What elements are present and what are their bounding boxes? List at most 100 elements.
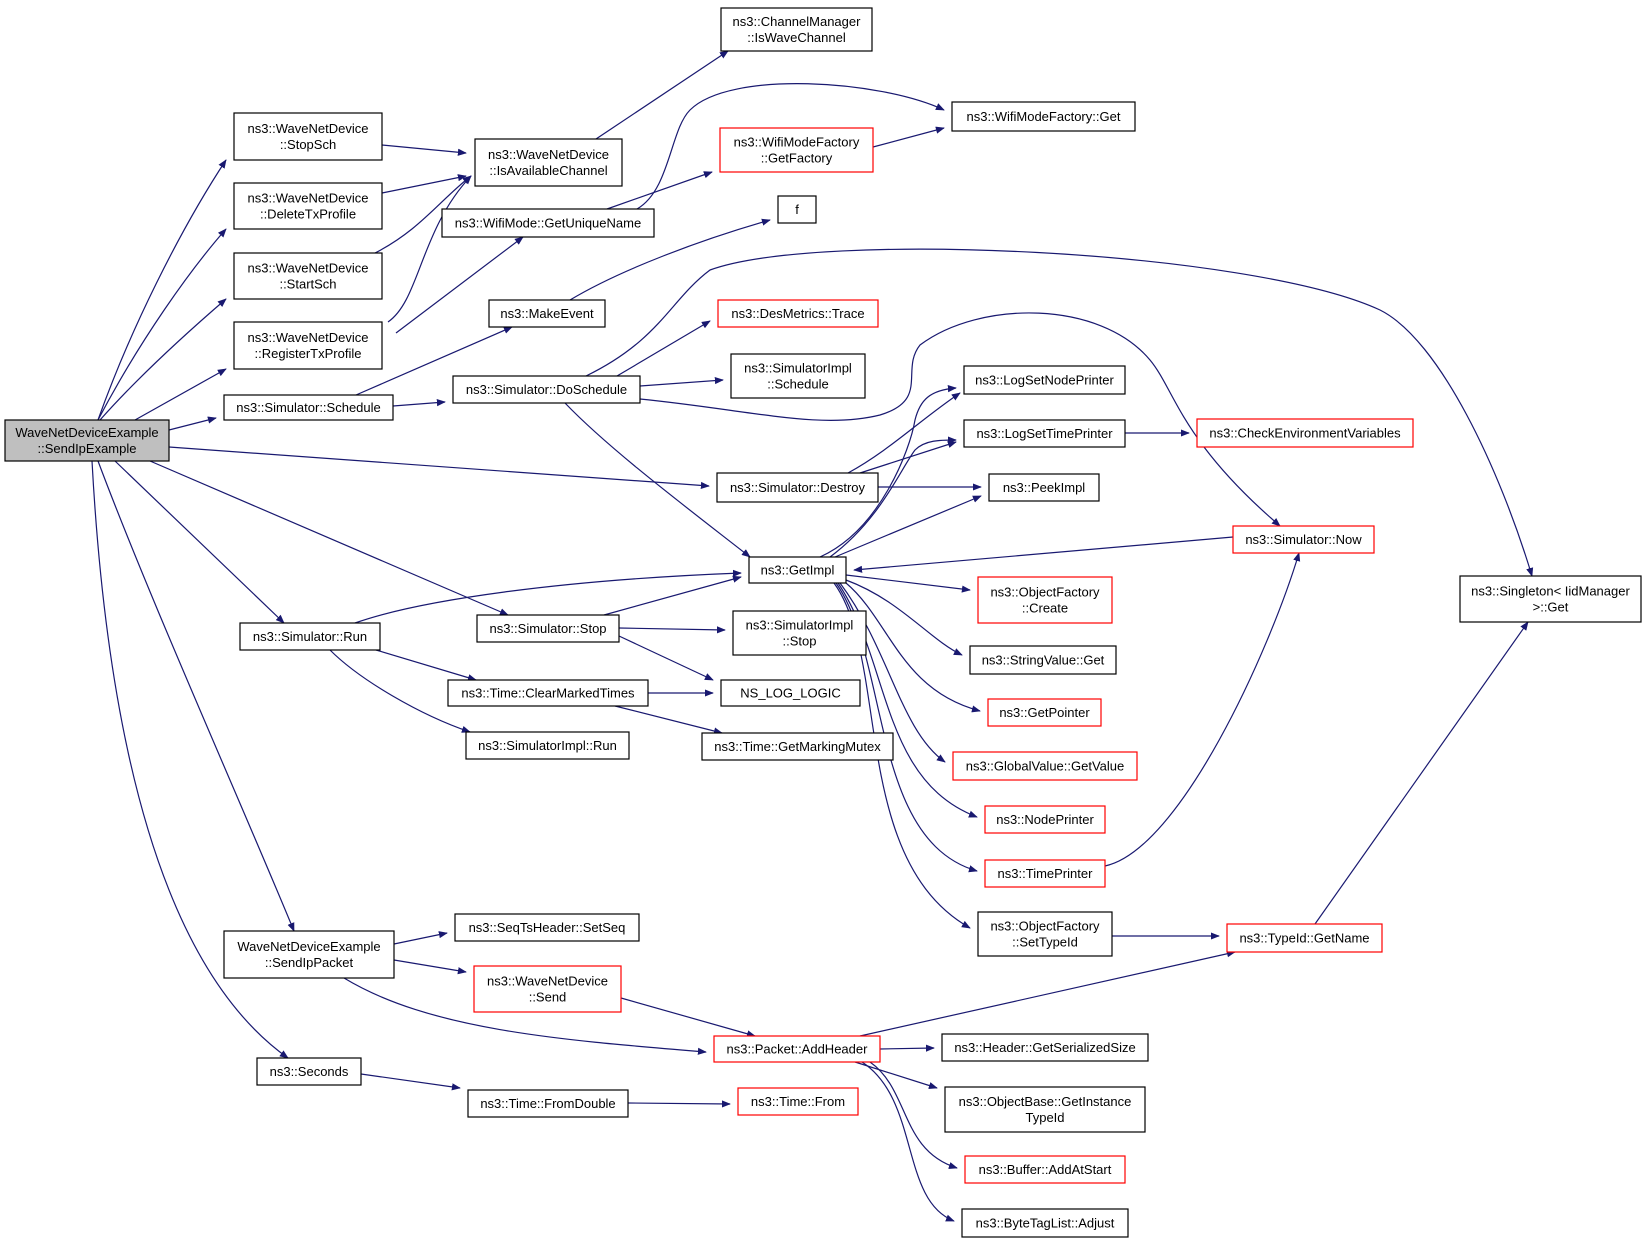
node-wmfget[interactable]: ns3::WifiModeFactory::Get	[951, 101, 1136, 132]
node-box	[969, 645, 1117, 675]
node-label-line: ::RegisterTxProfile	[255, 346, 362, 361]
edge-stop-to-nslog	[618, 635, 714, 681]
node-implschedule[interactable]: ns3::SimulatorImpl::Schedule	[730, 353, 866, 399]
node-box	[730, 353, 866, 399]
node-markingmutex[interactable]: ns3::Time::GetMarkingMutex	[701, 732, 894, 761]
edge-registertx-to-isavail	[387, 175, 472, 323]
node-strget[interactable]: ns3::StringValue::Get	[969, 645, 1117, 675]
node-now[interactable]: ns3::Simulator::Now	[1232, 525, 1375, 554]
node-label-line: ns3::CheckEnvironmentVariables	[1209, 426, 1401, 441]
node-timeprinter[interactable]: ns3::TimePrinter	[984, 859, 1106, 888]
node-f[interactable]: f	[777, 195, 817, 224]
node-getpointer[interactable]: ns3::GetPointer	[987, 698, 1102, 727]
node-doschedule[interactable]: ns3::Simulator::DoSchedule	[452, 375, 641, 404]
node-nodeprinter[interactable]: ns3::NodePrinter	[984, 805, 1106, 834]
edge-addheader-to-addatstart	[869, 1061, 958, 1169]
edge-doschedule-to-now	[639, 312, 1281, 527]
node-label-line: ns3::Header::GetSerializedSize	[954, 1040, 1135, 1055]
node-sendippacket[interactable]: WaveNetDeviceExample::SendIpPacket	[223, 930, 395, 979]
node-box	[1226, 923, 1383, 953]
node-label-line: ns3::GlobalValue::GetValue	[966, 759, 1125, 774]
edge-getfactory-to-wmfget	[872, 126, 945, 148]
node-label-line: ns3::StringValue::Get	[982, 653, 1105, 668]
node-box	[963, 419, 1126, 448]
node-clearmarked[interactable]: ns3::Time::ClearMarkedTimes	[447, 679, 649, 707]
node-wndsend[interactable]: ns3::WaveNetDevice::Send	[473, 965, 622, 1013]
node-label-line: ns3::MakeEvent	[500, 306, 594, 321]
node-registertx[interactable]: ns3::WaveNetDevice::RegisterTxProfile	[233, 321, 383, 370]
node-label-line: ns3::NodePrinter	[996, 812, 1094, 827]
node-box	[1232, 525, 1375, 554]
node-box	[719, 127, 874, 173]
node-label-line: ::SendIpPacket	[265, 955, 354, 970]
node-nslog[interactable]: NS_LOG_LOGIC	[720, 679, 861, 707]
node-makeevent[interactable]: ns3::MakeEvent	[488, 299, 606, 328]
node-box	[441, 208, 655, 238]
node-lognode[interactable]: ns3::LogSetNodePrinter	[963, 365, 1126, 395]
node-desmetrics[interactable]: ns3::DesMetrics::Trace	[717, 299, 879, 328]
node-box	[467, 1089, 629, 1118]
node-bytetag[interactable]: ns3::ByteTagList::Adjust	[961, 1208, 1129, 1238]
node-box	[1196, 418, 1414, 448]
node-getunique[interactable]: ns3::WifiMode::GetUniqueName	[441, 208, 655, 238]
node-box	[977, 911, 1113, 957]
edge-getunique-to-getfactory	[606, 171, 713, 210]
node-label-line: NS_LOG_LOGIC	[740, 686, 840, 701]
node-addatstart[interactable]: ns3::Buffer::AddAtStart	[964, 1155, 1126, 1184]
node-label-line: ns3::Time::GetMarkingMutex	[714, 739, 881, 754]
node-box	[732, 610, 867, 656]
node-run[interactable]: ns3::Simulator::Run	[239, 622, 381, 651]
edge-root-to-sendippacket	[97, 460, 295, 932]
node-label-line: ns3::PeekImpl	[1003, 480, 1085, 495]
node-box	[988, 473, 1100, 502]
node-box	[447, 679, 649, 707]
node-label-line: ns3::LogSetTimePrinter	[976, 426, 1113, 441]
node-ofsettypeid[interactable]: ns3::ObjectFactory::SetTypeId	[977, 911, 1113, 957]
node-label-line: ns3::Packet::AddHeader	[727, 1042, 869, 1057]
edge-run-to-clearmarked	[375, 649, 477, 682]
node-label-line: ns3::Seconds	[270, 1064, 349, 1079]
node-checkenv[interactable]: ns3::CheckEnvironmentVariables	[1196, 418, 1414, 448]
edge-deletetx-to-isavail	[381, 174, 467, 194]
node-label-line: ::Send	[529, 990, 567, 1005]
node-stop[interactable]: ns3::Simulator::Stop	[476, 614, 620, 643]
node-isavail[interactable]: ns3::WaveNetDevice::IsAvailableChannel	[474, 138, 623, 187]
node-getfactory[interactable]: ns3::WifiModeFactory::GetFactory	[719, 127, 874, 173]
node-logtime[interactable]: ns3::LogSetTimePrinter	[963, 419, 1126, 448]
node-chanmgr[interactable]: ns3::ChannelManager::IsWaveChannel	[720, 7, 873, 52]
node-box	[701, 732, 894, 761]
node-gvgetvalue[interactable]: ns3::GlobalValue::GetValue	[952, 751, 1138, 781]
node-addheader[interactable]: ns3::Packet::AddHeader	[713, 1035, 881, 1063]
node-implrun[interactable]: ns3::SimulatorImpl::Run	[465, 731, 630, 760]
node-label-line: f	[795, 202, 799, 217]
node-box	[713, 1035, 881, 1063]
node-root[interactable]: WaveNetDeviceExample::SendIpExample	[4, 419, 170, 462]
edge-stop-to-implstop	[618, 626, 726, 634]
node-seconds[interactable]: ns3::Seconds	[256, 1057, 362, 1086]
node-box	[454, 913, 640, 942]
node-label-line: ::GetFactory	[761, 151, 833, 166]
node-box	[452, 375, 641, 404]
node-singleton[interactable]: ns3::Singleton< IidManager >::Get	[1459, 575, 1642, 623]
node-label-line: ns3::TypeId::GetName	[1239, 931, 1369, 946]
node-schedule[interactable]: ns3::Simulator::Schedule	[223, 394, 394, 421]
node-timefrom[interactable]: ns3::Time::From	[737, 1087, 859, 1116]
node-getimpl[interactable]: ns3::GetImpl	[748, 556, 847, 584]
node-peekimpl[interactable]: ns3::PeekImpl	[988, 473, 1100, 502]
node-deletetx[interactable]: ns3::WaveNetDevice::DeleteTxProfile	[233, 182, 383, 230]
node-fromdouble[interactable]: ns3::Time::FromDouble	[467, 1089, 629, 1118]
node-destroy[interactable]: ns3::Simulator::Destroy	[716, 472, 879, 503]
edge-sendippacket-to-addheader	[343, 977, 707, 1055]
node-box	[223, 930, 395, 979]
node-implstop[interactable]: ns3::SimulatorImpl::Stop	[732, 610, 867, 656]
node-label-line: ns3::WaveNetDevice	[248, 330, 369, 345]
node-gettypename[interactable]: ns3::TypeId::GetName	[1226, 923, 1383, 953]
node-startsch[interactable]: ns3::WaveNetDevice::StartSch	[233, 252, 383, 300]
node-stopsch[interactable]: ns3::WaveNetDevice::StopSch	[233, 112, 383, 161]
node-box	[256, 1057, 362, 1086]
node-ofcreate[interactable]: ns3::ObjectFactory::Create	[977, 576, 1113, 624]
node-setseq[interactable]: ns3::SeqTsHeader::SetSeq	[454, 913, 640, 942]
node-getserialized[interactable]: ns3::Header::GetSerializedSize	[941, 1033, 1149, 1062]
node-label-line: ns3::Time::FromDouble	[480, 1096, 615, 1111]
